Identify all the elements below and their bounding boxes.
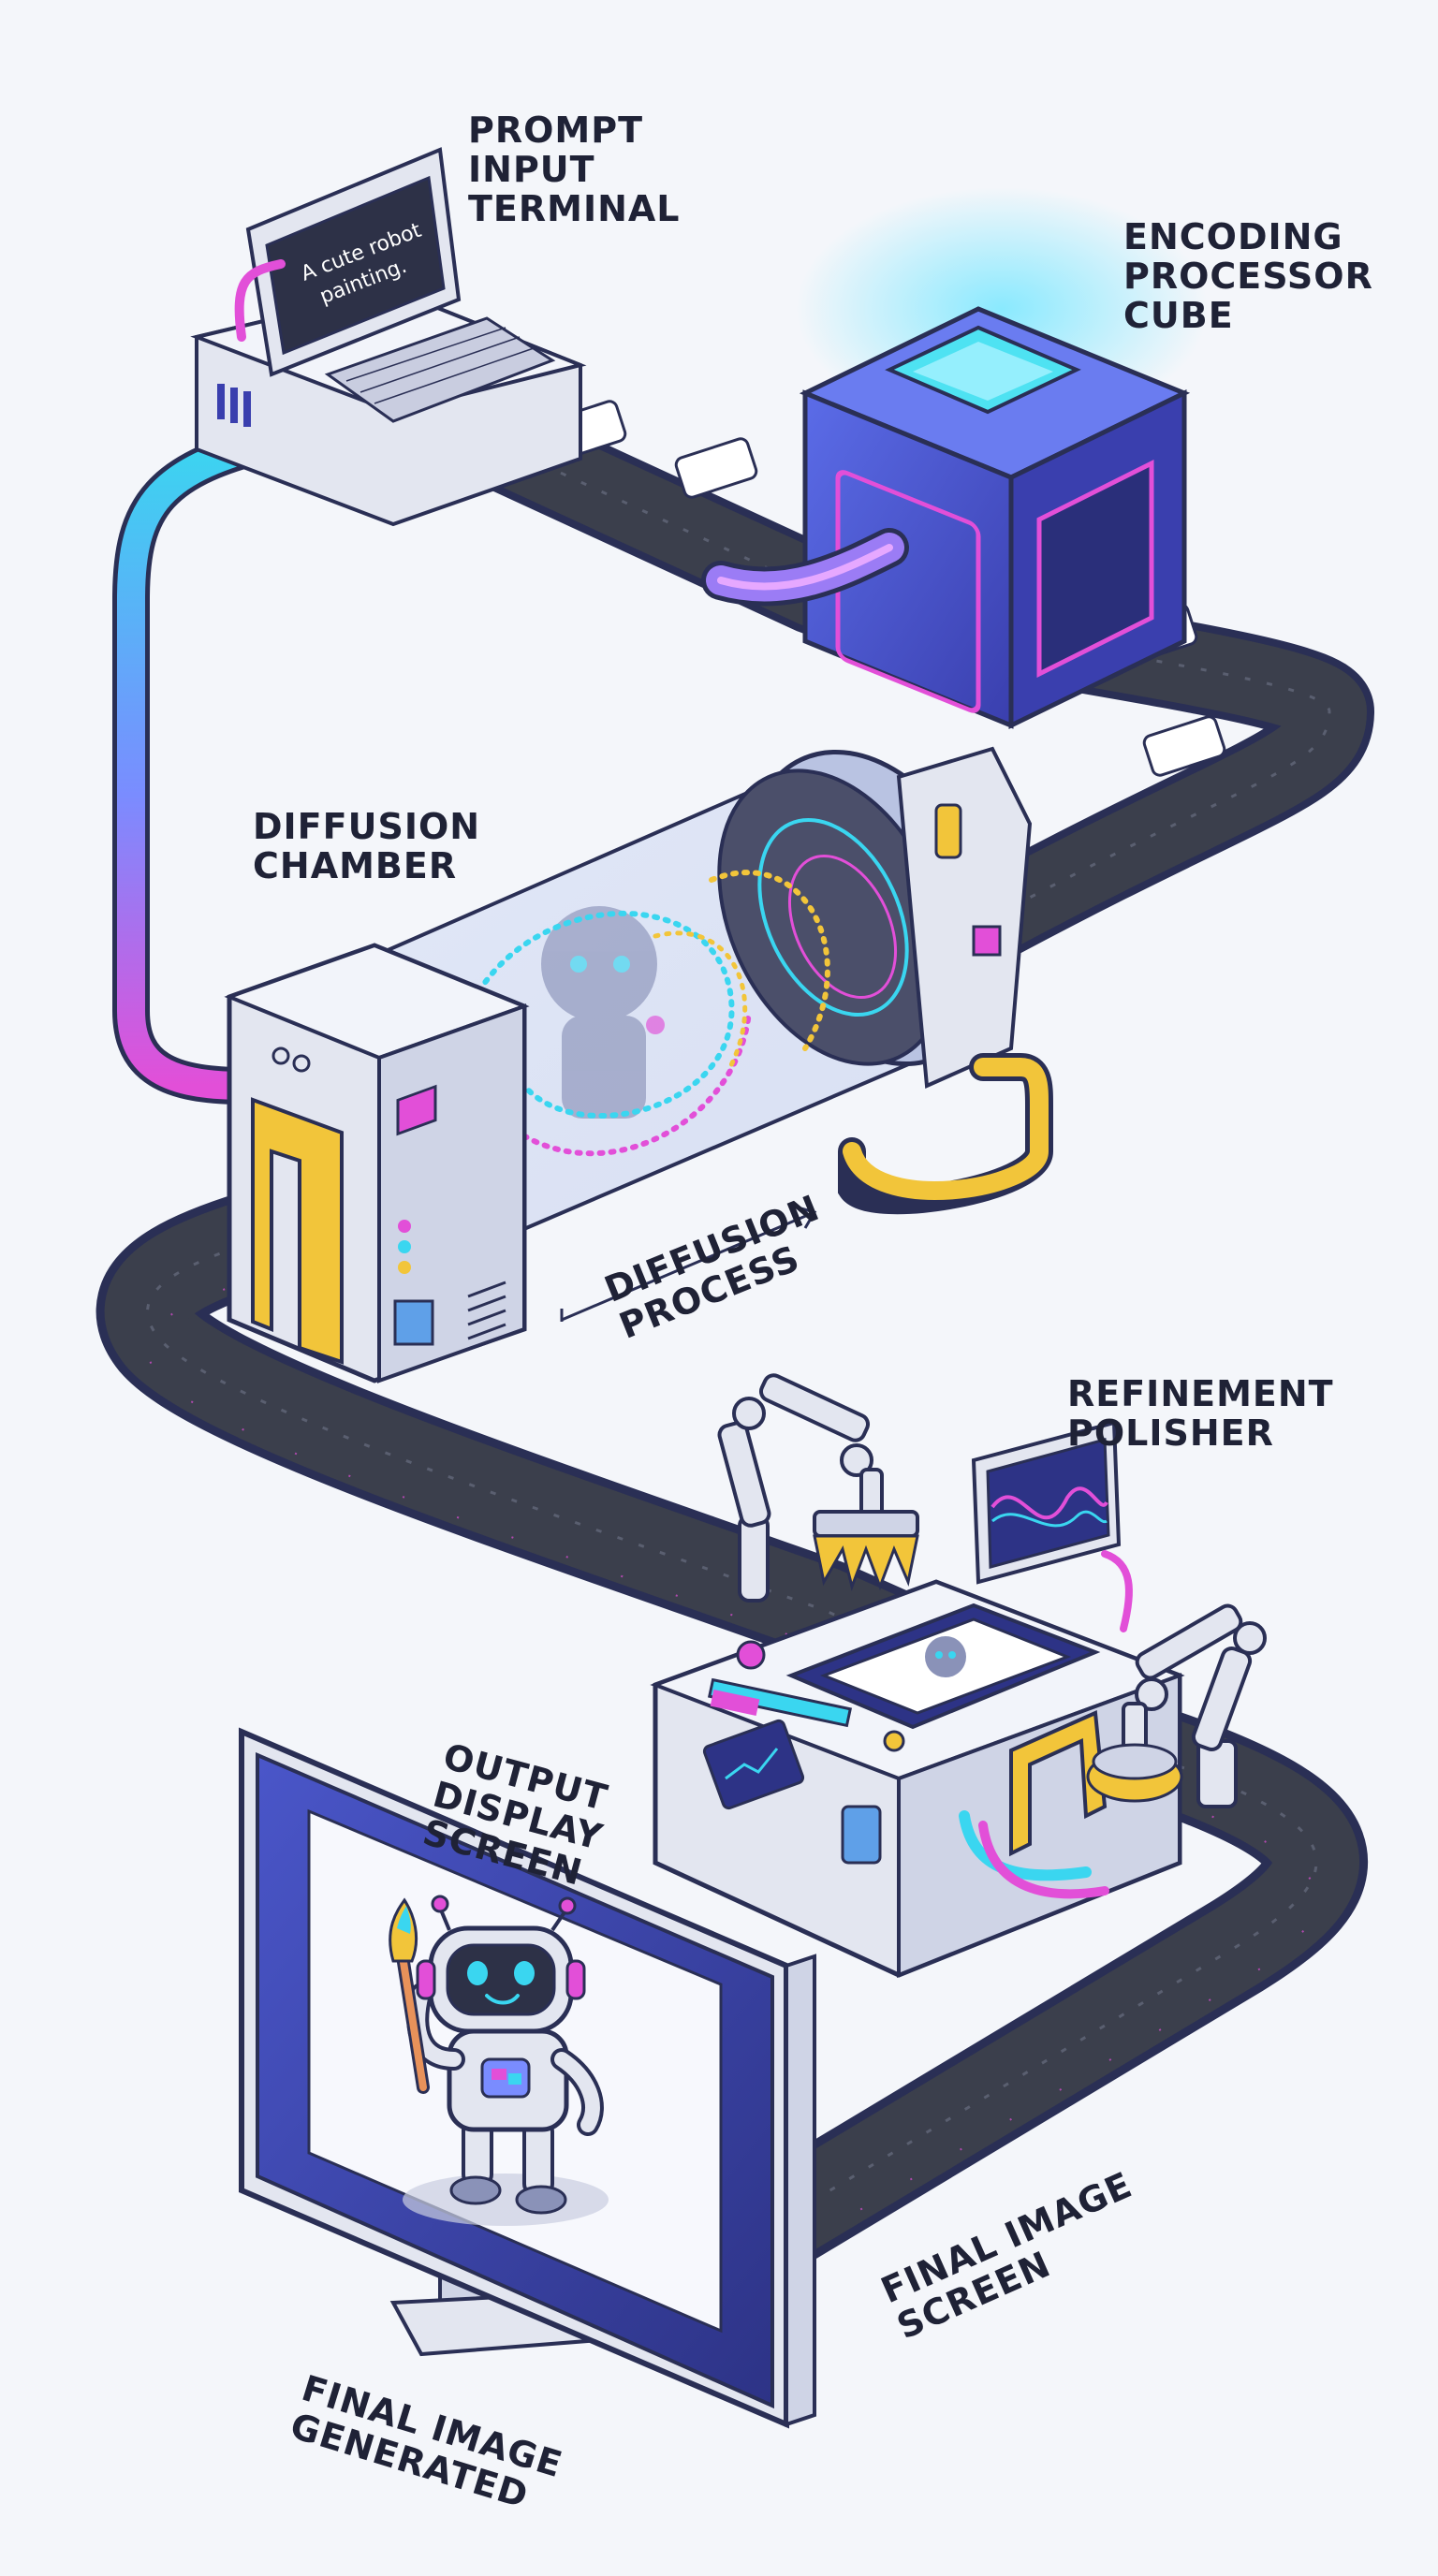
diffusion-chamber: [224, 746, 1053, 1383]
prompt-input-terminal: [190, 147, 587, 527]
label-refinement-polisher: REFINEMENT POLISHER: [1067, 1373, 1334, 1454]
final-robot-image: [389, 1895, 609, 2226]
diffusion-process-arrow: [560, 1206, 817, 1322]
label-prompt-input-terminal: PROMPT INPUT TERMINAL: [468, 110, 681, 229]
refinement-polisher: [650, 1373, 1267, 1978]
label-encoding-processor-cube: ENCODING PROCESSOR CUBE: [1123, 216, 1373, 336]
gradient-pipe: [112, 421, 300, 1105]
encoding-processor-cube: [701, 187, 1208, 729]
label-diffusion-chamber: DIFFUSION CHAMBER: [253, 806, 481, 886]
